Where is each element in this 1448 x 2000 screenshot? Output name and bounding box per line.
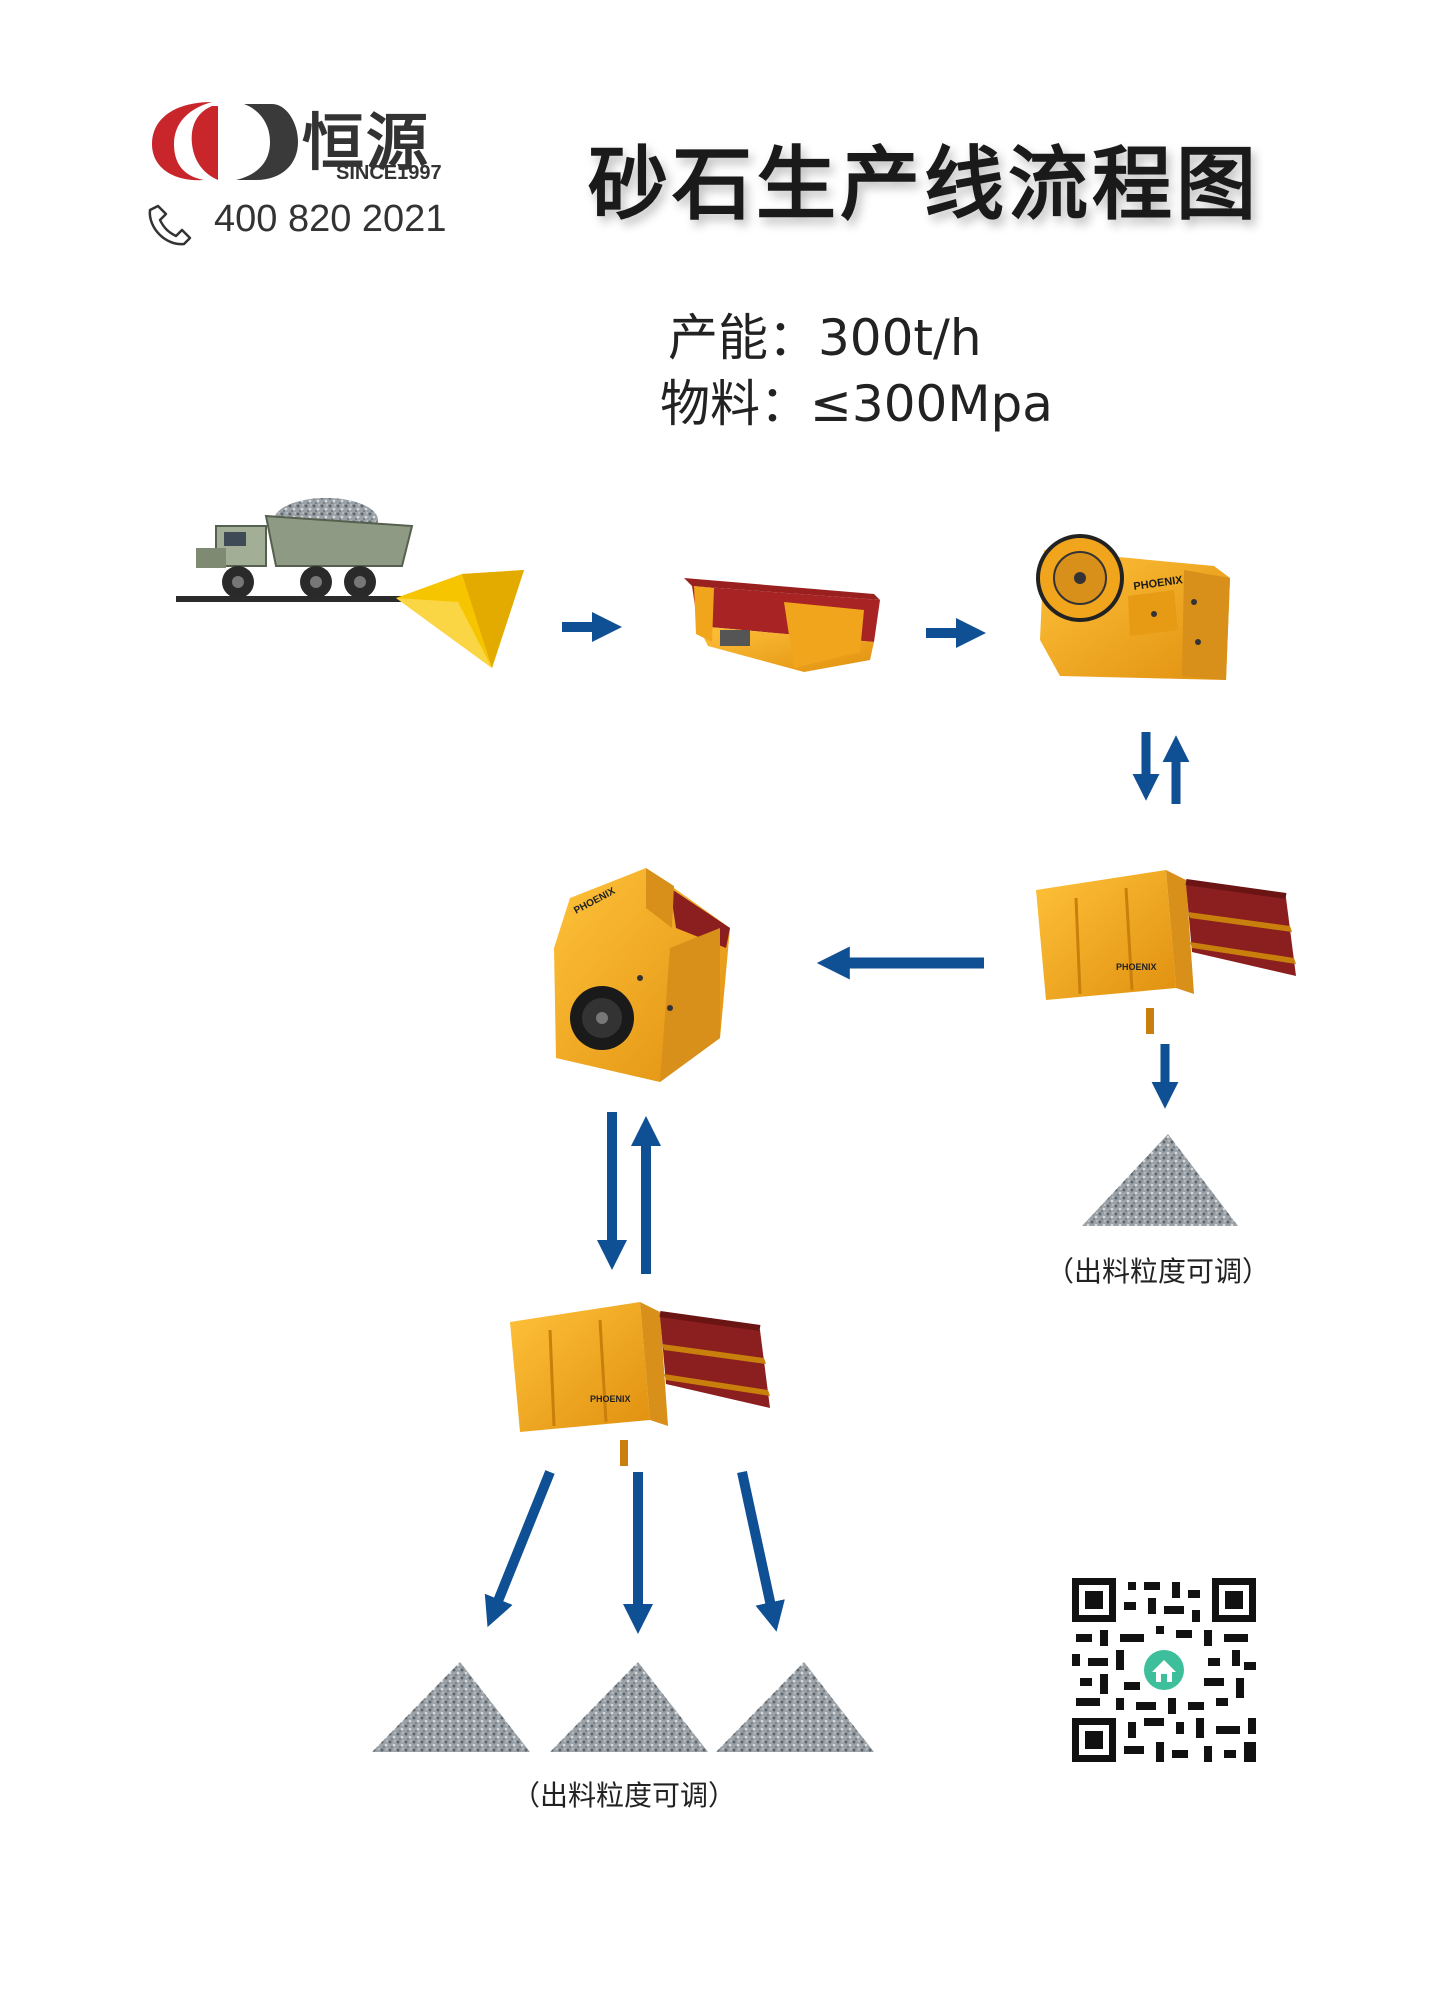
flow-arrow xyxy=(816,946,984,980)
spec-capacity: 产能：300t/h xyxy=(668,309,982,367)
dump-truck-icon xyxy=(176,496,416,608)
output-arrow xyxy=(1151,1044,1179,1109)
brand-logo xyxy=(152,102,302,182)
spec-material: 物料：≤300Mpa xyxy=(660,375,1053,433)
impact-crusher-icon: PHOENIX xyxy=(550,868,740,1084)
output-note-right: （出料粒度可调） xyxy=(1046,1255,1271,1288)
return-arrows xyxy=(1132,732,1190,804)
gravel-pile-icon xyxy=(550,1660,708,1754)
return-arrows xyxy=(597,1112,661,1274)
output-note-bottom: （出料粒度可调） xyxy=(512,1779,737,1812)
flow-arrow xyxy=(562,612,622,642)
screen1-plate: PHOENIX xyxy=(1116,962,1157,972)
vibrating-screen-icon: PHOENIX xyxy=(1036,868,1306,1036)
jaw-crusher-icon: PHOENIX xyxy=(1034,530,1234,690)
home-icon xyxy=(1152,1660,1176,1682)
phone-number: 400 820 2021 xyxy=(214,198,447,240)
output-arrows xyxy=(484,1470,785,1634)
vibrating-screen-icon: PHOENIX xyxy=(510,1300,780,1468)
page-title: 砂石生产线流程图 xyxy=(588,138,1260,231)
flow-arrow xyxy=(926,618,986,648)
phone-icon xyxy=(146,202,192,248)
gravel-pile-icon xyxy=(372,1660,530,1754)
screen2-plate: PHOENIX xyxy=(590,1394,631,1404)
gravel-pile-icon xyxy=(1082,1132,1238,1228)
brand-name: 恒源 xyxy=(302,106,431,179)
qr-code-icon xyxy=(1072,1578,1256,1762)
hopper-icon xyxy=(396,568,526,670)
brand-since: SINCE1997 xyxy=(336,162,442,184)
vibrating-feeder-icon xyxy=(684,572,884,682)
gravel-pile-icon xyxy=(716,1660,874,1754)
